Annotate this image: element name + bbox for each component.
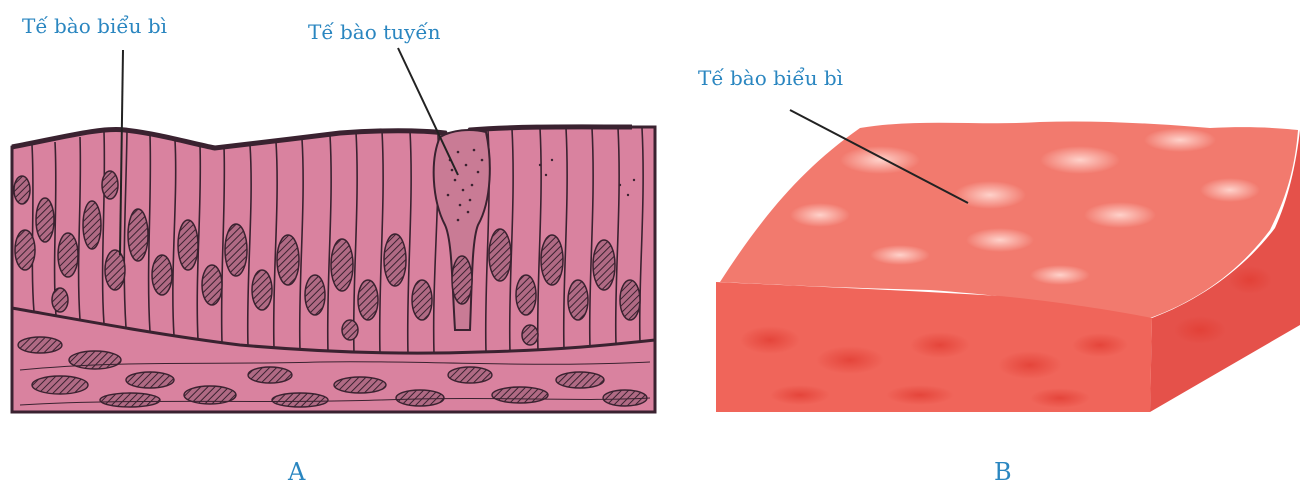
tissue-b-illustration — [716, 121, 1300, 412]
tissue-a-illustration — [12, 127, 655, 412]
panel-label-b: B — [994, 458, 1012, 486]
label-gland-cell-a: Tế bào tuyến — [308, 20, 441, 44]
panel-label-a: A — [288, 458, 305, 486]
label-epithelial-cell-a: Tế bào biểu bì — [22, 14, 167, 38]
label-epithelial-cell-b: Tế bào biểu bì — [698, 66, 843, 90]
